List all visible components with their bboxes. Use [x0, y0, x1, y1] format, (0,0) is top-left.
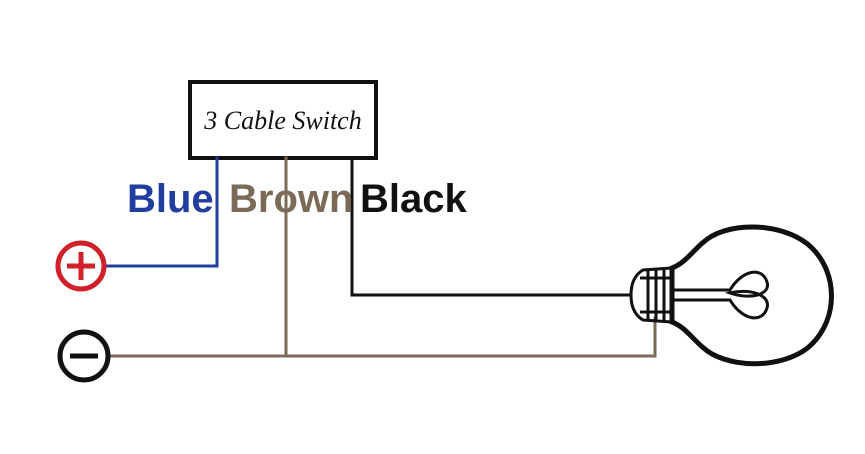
- switch-label: 3 Cable Switch: [203, 106, 361, 135]
- blue-wire: [102, 156, 219, 268]
- plus-circle-icon: [55, 240, 107, 292]
- brown-wire-label: Brown: [229, 177, 353, 221]
- neutral-wire: [106, 316, 657, 358]
- switch-box: [188, 80, 378, 160]
- black-wire-label: Black: [360, 177, 467, 221]
- minus-circle-icon: [57, 329, 111, 383]
- black-wire: [350, 156, 630, 297]
- blue-wire-label: Blue: [127, 177, 214, 221]
- light-bulb-icon: [629, 224, 834, 367]
